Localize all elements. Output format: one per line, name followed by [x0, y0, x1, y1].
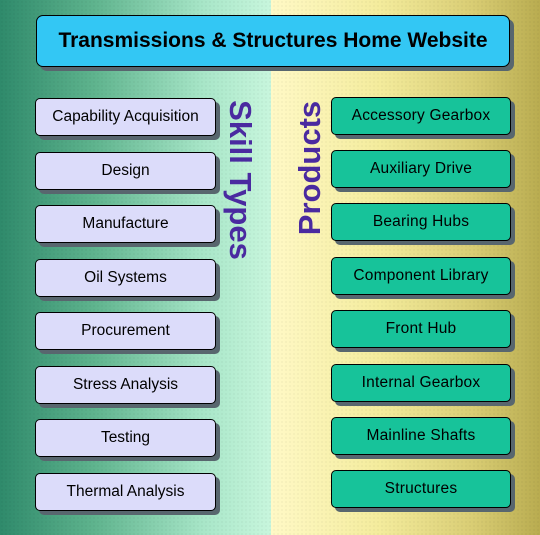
skill-manufacture-button[interactable]: Manufacture: [35, 205, 216, 243]
skill-stress-analysis-button[interactable]: Stress Analysis: [35, 366, 216, 404]
product-internal-gearbox-button[interactable]: Internal Gearbox: [331, 364, 511, 402]
skill-oil-systems-button[interactable]: Oil Systems: [35, 259, 216, 297]
site-title-button[interactable]: Transmissions & Structures Home Website: [36, 15, 510, 67]
product-accessory-gearbox-button[interactable]: Accessory Gearbox: [331, 97, 511, 135]
product-auxiliary-drive-button[interactable]: Auxiliary Drive: [331, 150, 511, 188]
product-mainline-shafts-button[interactable]: Mainline Shafts: [331, 417, 511, 455]
product-front-hub-button[interactable]: Front Hub: [331, 310, 511, 348]
skill-design-button[interactable]: Design: [35, 152, 216, 190]
skill-types-heading: Skill Types: [223, 100, 258, 260]
product-structures-button[interactable]: Structures: [331, 470, 511, 508]
products-heading: Products: [292, 100, 327, 236]
skill-procurement-button[interactable]: Procurement: [35, 312, 216, 350]
product-component-library-button[interactable]: Component Library: [331, 257, 511, 295]
skill-testing-button[interactable]: Testing: [35, 419, 216, 457]
skill-capability-acquisition-button[interactable]: Capability Acquisition: [35, 98, 216, 136]
product-bearing-hubs-button[interactable]: Bearing Hubs: [331, 203, 511, 241]
skill-thermal-analysis-button[interactable]: Thermal Analysis: [35, 473, 216, 511]
